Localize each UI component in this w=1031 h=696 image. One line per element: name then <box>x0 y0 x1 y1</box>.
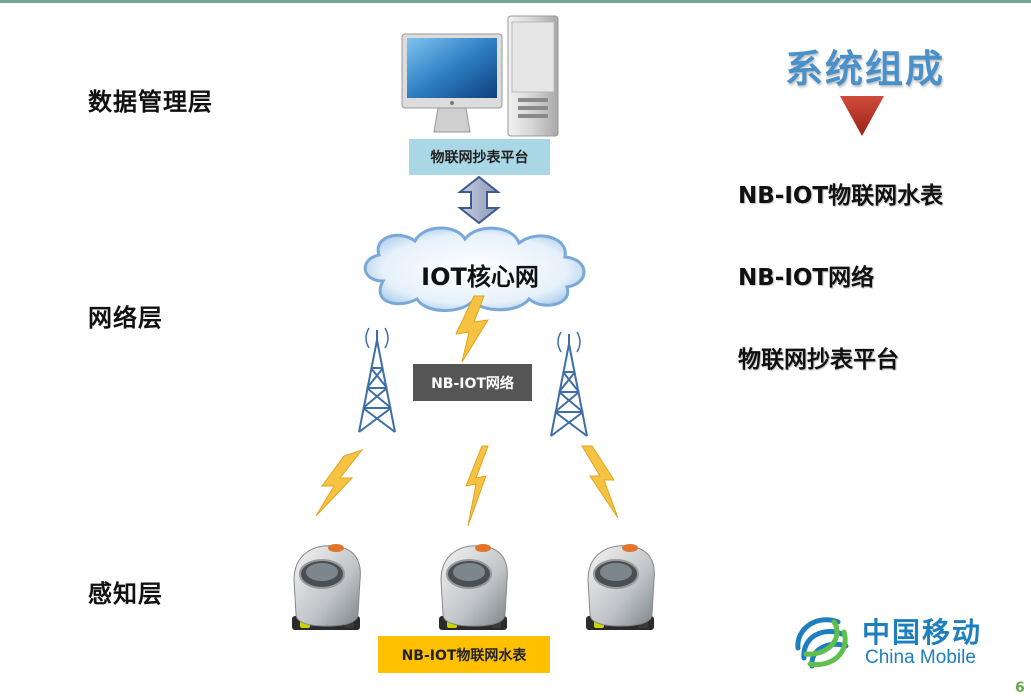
page-number: 6 <box>1015 680 1025 696</box>
down-triangle-icon <box>840 96 884 136</box>
logo-chinese-text: 中国移动 <box>862 616 983 649</box>
lightning-icon <box>465 445 489 527</box>
cell-tower-icon <box>358 327 396 433</box>
platform-label-box: 物联网抄表平台 <box>409 139 550 175</box>
top-divider <box>0 0 1031 3</box>
lightning-icon <box>315 448 364 517</box>
nbiot-network-label-box: NB-IOT网络 <box>413 364 532 401</box>
computer-icon <box>401 15 559 137</box>
lightning-icon <box>455 295 489 363</box>
cell-tower-icon <box>550 331 588 437</box>
water-meter-icon <box>439 544 508 630</box>
slide-title: 系统组成 <box>785 47 946 91</box>
cloud-icon <box>363 226 586 313</box>
layer-label-perception: 感知层 <box>88 580 163 608</box>
logo-english-text: China Mobile <box>865 647 976 668</box>
cloud-label: IOT核心网 <box>421 263 539 291</box>
china-mobile-logo-icon <box>795 617 849 669</box>
lightning-icon <box>581 445 619 519</box>
water-meter-icon <box>586 544 655 630</box>
water-meter-icon <box>292 544 361 630</box>
bidirectional-arrow-icon <box>457 175 501 225</box>
component-item-platform: 物联网抄表平台 <box>738 347 899 373</box>
layer-label-data-management: 数据管理层 <box>88 88 213 116</box>
water-meter-label-box: NB-IOT物联网水表 <box>378 636 550 673</box>
component-item-network: NB-IOT网络 <box>738 265 875 291</box>
component-item-meter: NB-IOT物联网水表 <box>738 183 944 209</box>
layer-label-network: 网络层 <box>88 304 163 332</box>
